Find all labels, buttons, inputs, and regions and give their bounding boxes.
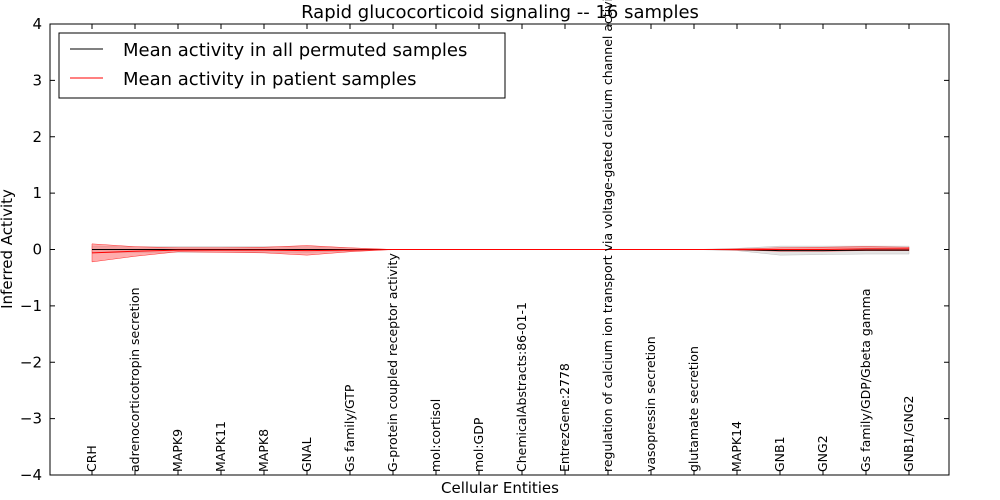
y-tick-label: −1 bbox=[20, 297, 42, 315]
category-label: MAPK9 bbox=[170, 429, 185, 472]
y-axis-title: Inferred Activity bbox=[0, 189, 16, 309]
x-axis-title: Cellular Entities bbox=[441, 479, 559, 497]
category-label: G-protein coupled receptor activity bbox=[385, 253, 400, 472]
y-tick-label: 3 bbox=[32, 71, 42, 89]
category-label: GNAL bbox=[299, 437, 314, 472]
category-label: GNB1/GNG2 bbox=[901, 396, 916, 472]
series-band-1 bbox=[91, 243, 910, 263]
plot-frame bbox=[49, 23, 950, 476]
series-bands bbox=[91, 243, 910, 263]
y-tick-label: 1 bbox=[32, 184, 42, 202]
category-label: vasopressin secretion bbox=[643, 336, 658, 472]
category-label: MAPK14 bbox=[729, 421, 744, 472]
y-tick-label: −2 bbox=[20, 353, 42, 371]
category-label: regulation of calcium ion transport via … bbox=[600, 0, 615, 472]
y-axis: 4 3 2 1 0 −1 −2 −3 −4 bbox=[20, 15, 949, 484]
y-tick-label: −4 bbox=[20, 466, 42, 484]
category-label: adrenocorticotropin secretion bbox=[127, 287, 142, 472]
category-label: GNB1 bbox=[772, 436, 787, 472]
x-axis bbox=[91, 24, 910, 475]
category-label: mol:cortisol bbox=[428, 399, 443, 472]
category-label: Gs family/GDP/Gbeta gamma bbox=[858, 289, 873, 472]
category-label: CRH bbox=[84, 445, 99, 472]
category-label: mol:GDP bbox=[471, 417, 486, 472]
category-label: MAPK11 bbox=[213, 421, 228, 472]
y-tick-label: 4 bbox=[32, 15, 42, 33]
y-tick-label: −3 bbox=[20, 410, 42, 428]
legend: Mean activity in all permuted samples Me… bbox=[58, 32, 506, 99]
category-label: Gs family/GTP bbox=[342, 384, 357, 472]
series-line-1 bbox=[91, 248, 909, 254]
legend-frame bbox=[58, 32, 506, 99]
category-label: MAPK8 bbox=[256, 429, 271, 472]
y-tick-label: 0 bbox=[32, 241, 42, 259]
legend-label-patient: Mean activity in patient samples bbox=[123, 69, 417, 90]
legend-label-permuted: Mean activity in all permuted samples bbox=[123, 40, 467, 61]
category-label: EntrezGene:2778 bbox=[557, 363, 572, 472]
y-tick-label: 2 bbox=[32, 128, 42, 146]
category-label: glutamate secretion bbox=[686, 346, 701, 472]
series-lines bbox=[91, 248, 909, 254]
category-label: ChemicalAbstracts:86-01-1 bbox=[514, 302, 529, 472]
category-label: GNG2 bbox=[815, 435, 830, 472]
chart-title: Rapid glucocorticoid signaling -- 16 sam… bbox=[301, 2, 699, 23]
